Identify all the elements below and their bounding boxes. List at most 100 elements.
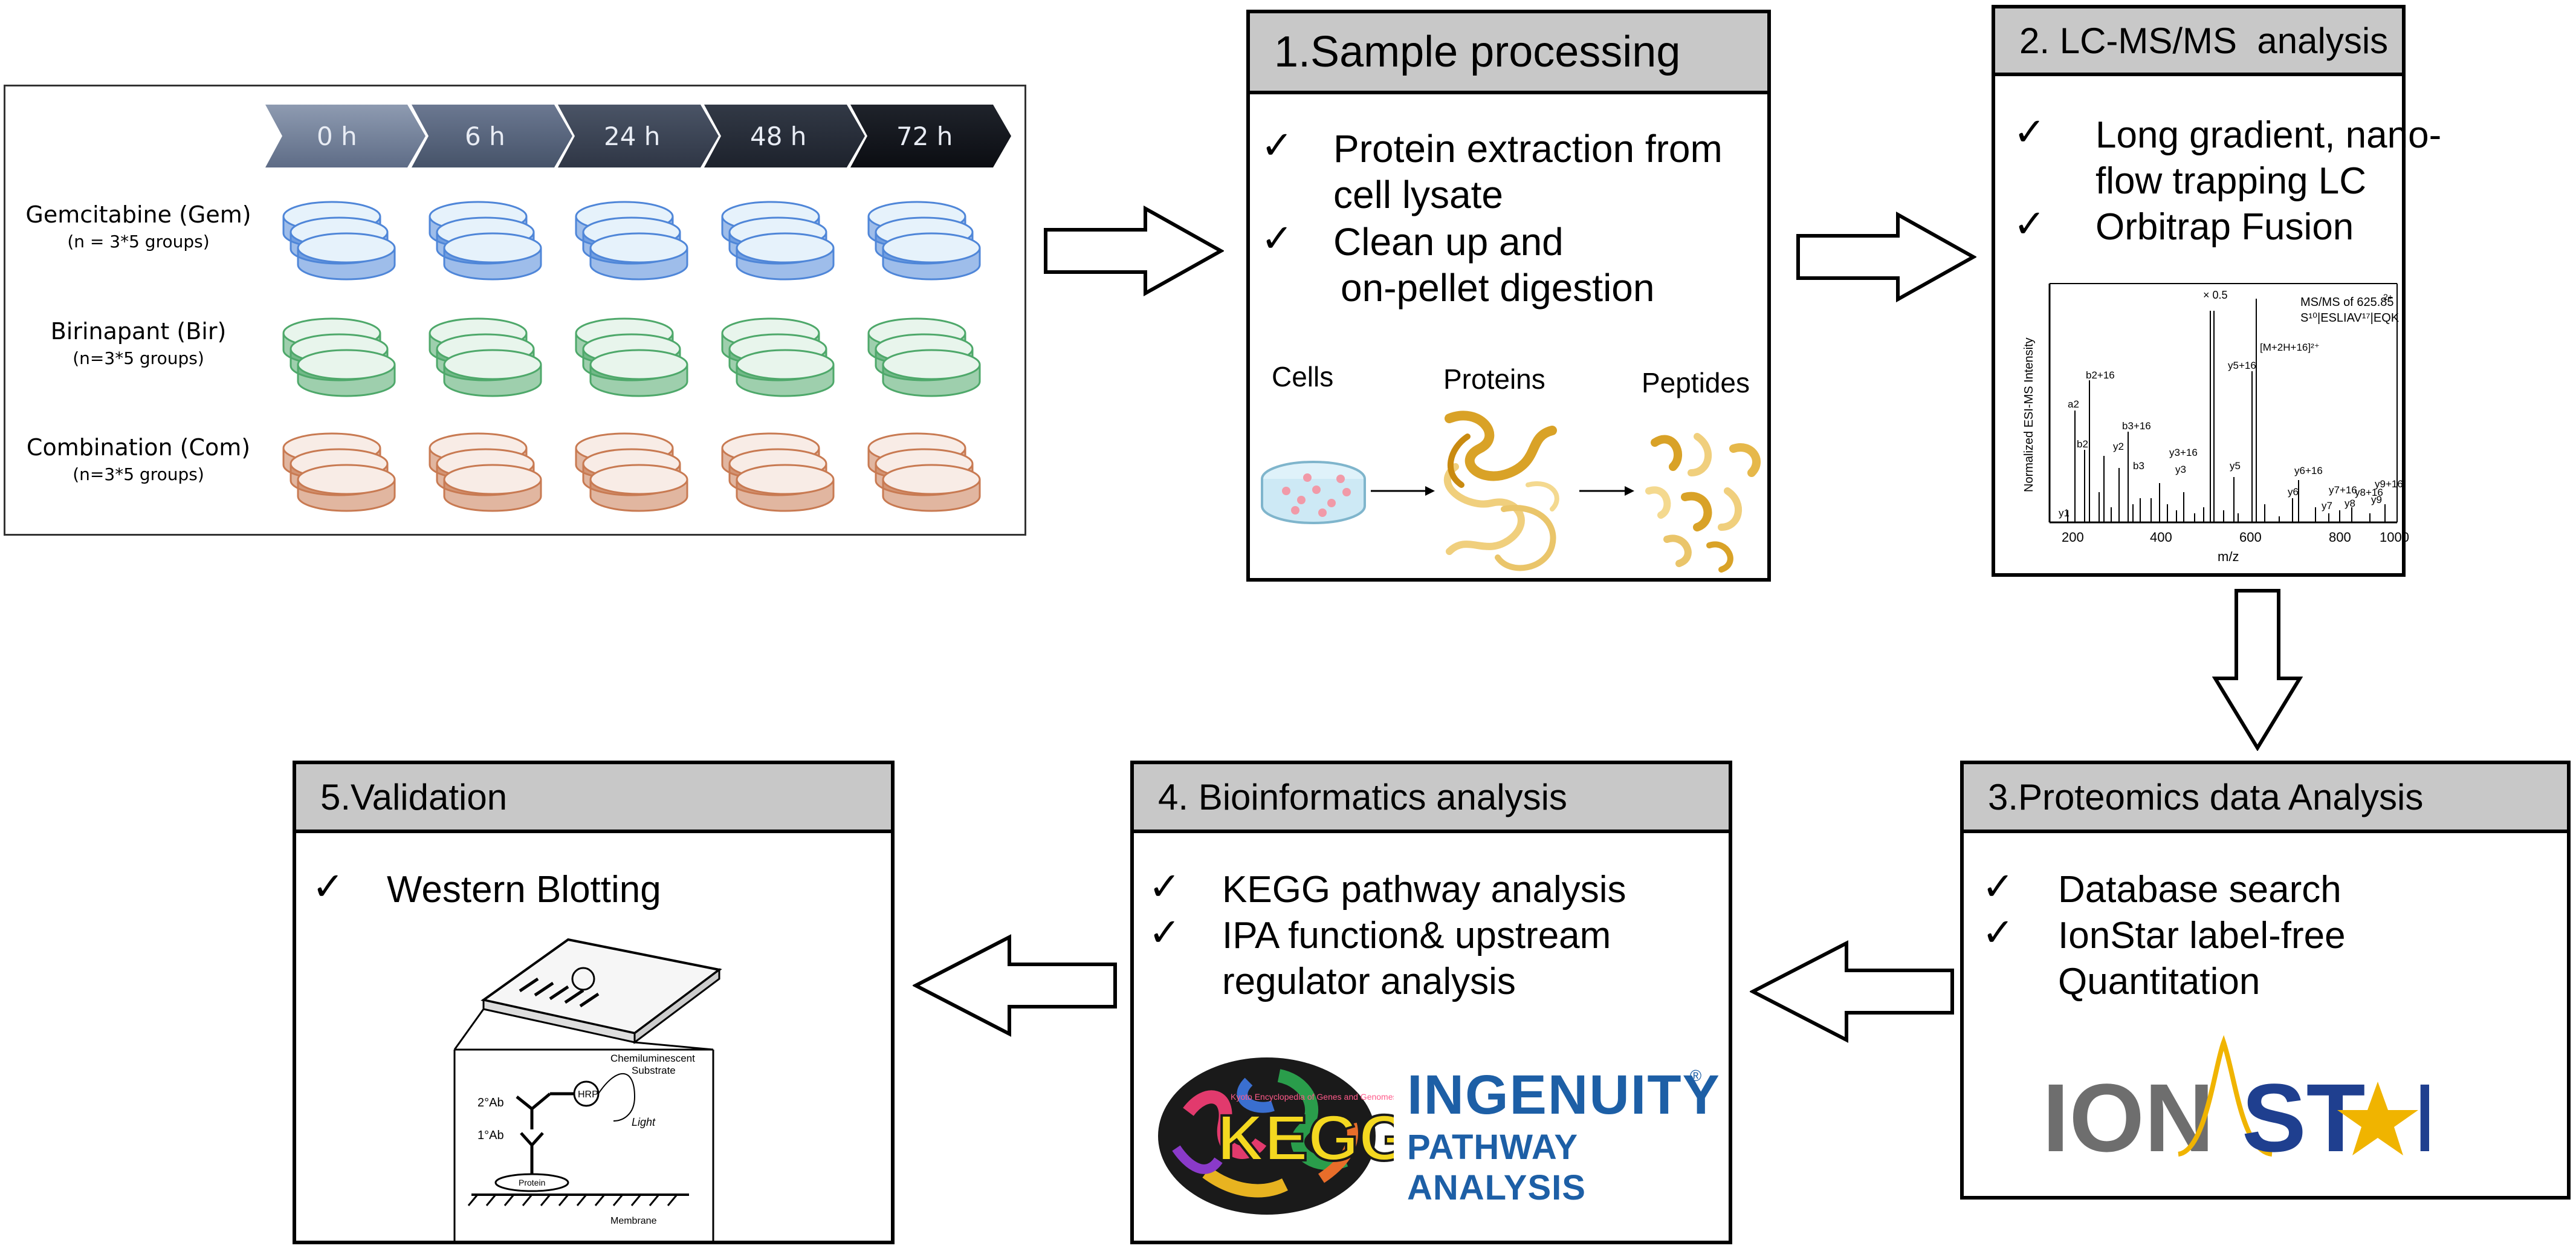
peak-label-y8-16: y8+16 <box>2355 487 2383 498</box>
step3-header: 3.Proteomics data Analysis <box>1964 764 2567 833</box>
culture-dish-stack <box>721 317 835 397</box>
check-icon: ✓ <box>2013 202 2046 245</box>
svg-text:ST: ST <box>2242 1064 2365 1172</box>
peak-label-b3: b3 <box>2133 460 2144 472</box>
timepoint-label-4: 72 h <box>896 122 953 151</box>
spectrum-annotation-2: S¹⁰|ESLIAV¹⁷|EQK <box>2300 311 2400 325</box>
spectrum-peaks <box>2067 299 2386 522</box>
step1-sample-processing-box: 1.Sample processing ✓ Protein extraction… <box>1246 10 1771 582</box>
ms-spectrum: Normalized ESI-MS Intensity 200 400 600 … <box>2022 283 2409 564</box>
registered-icon: ® <box>1690 1067 1702 1085</box>
arrow-step2-to-step3 <box>2212 589 2303 751</box>
step3-item-1: Database search <box>2058 869 2341 911</box>
label-cells: Cells <box>1272 361 1334 392</box>
tick-800: 800 <box>2329 530 2351 545</box>
spectrum-annotation-1-charge: 2+ <box>2383 292 2393 302</box>
primary-antibody-icon <box>520 1132 544 1174</box>
group-detail-bir: (n=3*5 groups) <box>73 348 204 368</box>
group-detail-gem: (n = 3*5 groups) <box>67 232 210 252</box>
svg-text:R: R <box>2414 1064 2429 1172</box>
peak-label-y7: y7 <box>2322 500 2332 511</box>
check-icon: ✓ <box>312 865 345 908</box>
culture-dish-stack <box>429 432 542 512</box>
arrow-step3-to-step4 <box>1750 940 1954 1043</box>
tick-600: 600 <box>2239 530 2262 545</box>
cell-dish-icon <box>1261 461 1366 524</box>
peak-label-y6-16: y6+16 <box>2294 465 2323 476</box>
step3-item-2b: Quantitation <box>2058 961 2260 1002</box>
arrow-step4-to-step5 <box>913 934 1117 1037</box>
peak-label-y6: y6 <box>2288 486 2299 498</box>
tick-200: 200 <box>2062 530 2084 545</box>
step5-validation-box: 5.Validation ✓ Western Blotting <box>293 761 895 1244</box>
step5-header: 5.Validation <box>296 764 891 833</box>
check-icon: ✓ <box>1261 123 1293 167</box>
wb-label-primary: 1°Ab <box>477 1129 504 1142</box>
peak-label-y2: y2 <box>2113 441 2124 452</box>
culture-dish-stack <box>721 432 835 512</box>
wb-label-light: Light <box>632 1116 656 1128</box>
step2-lcms-box: 2. LC-MS/MS analysis ✓ Long gradient, na… <box>1992 5 2441 577</box>
ipa-subtitle: PATHWAY ANALYSIS <box>1407 1128 1586 1207</box>
peak-label-y8: y8 <box>2345 498 2355 509</box>
kegg-logo-text: KEGG <box>1217 1101 1394 1174</box>
peak-labels: a2 b2+16 b2 y2 b3+16 b3 y3+16 y3 y5+16 [… <box>2059 342 2403 519</box>
peak-label-y5: y5 <box>2230 460 2241 472</box>
arrow-design-to-step1 <box>1044 206 1224 296</box>
spectrum-ylabel: Normalized ESI-MS Intensity <box>2022 337 2036 492</box>
culture-dish-stack <box>867 432 981 512</box>
label-peptides: Peptides <box>1642 367 1750 398</box>
culture-dish-stack <box>575 201 688 281</box>
protein-structure-icon <box>1443 411 1559 571</box>
arrow-cells-to-proteins <box>1371 486 1435 496</box>
step4-header: 4. Bioinformatics analysis <box>1134 764 1729 833</box>
peak-label-b3-16: b3+16 <box>2122 420 2151 432</box>
group-name-gem: Gemcitabine (Gem) <box>25 201 251 228</box>
tick-400: 400 <box>2150 530 2172 545</box>
wb-label-membrane: Membrane <box>610 1216 657 1226</box>
peak-label-b2-16: b2+16 <box>2086 369 2115 381</box>
timeline-chevrons <box>265 105 1011 167</box>
group-name-bir: Birinapant (Bir) <box>50 318 227 345</box>
step3-title: 3.Proteomics data Analysis <box>1988 776 2424 817</box>
chevron-48h <box>704 105 865 167</box>
group-name-com: Combination (Com) <box>26 434 251 461</box>
peak-label-y1: y1 <box>2059 507 2070 519</box>
wb-label-protein: Protein <box>519 1178 545 1187</box>
step5-title: 5.Validation <box>320 776 508 817</box>
culture-dish-stack <box>721 201 835 281</box>
chevron-0h <box>265 105 426 167</box>
step2-item-1b: flow trapping LC <box>2095 160 2367 202</box>
peak-label-b2: b2 <box>2077 438 2088 450</box>
peak-label-y9: y9 <box>2371 494 2382 505</box>
timepoint-label-3: 48 h <box>750 122 807 151</box>
label-proteins: Proteins <box>1443 363 1545 395</box>
check-icon: ✓ <box>1982 865 2015 908</box>
secondary-antibody-icon <box>516 1092 574 1129</box>
culture-dish-stack <box>867 317 981 397</box>
kegg-logo-subtitle: Kyoto Encyclopedia of Genes and Genomes <box>1231 1092 1394 1102</box>
wb-label-hrp: HRP <box>578 1090 598 1100</box>
culture-dish-stack <box>282 201 396 281</box>
svg-text:ION: ION <box>2042 1064 2214 1172</box>
spectrum-zoom: × 0.5 <box>2203 289 2228 301</box>
timepoint-label-0: 0 h <box>317 122 357 151</box>
culture-dish-stack <box>429 201 542 281</box>
timepoint-label-1: 6 h <box>465 122 505 151</box>
culture-dish-grid <box>282 201 981 512</box>
step2-item-1a: Long gradient, nano- <box>2095 114 2442 156</box>
culture-dish-stack <box>282 432 396 512</box>
step2-header: 2. LC-MS/MS analysis <box>1995 8 2402 76</box>
step2-item-2: Orbitrap Fusion <box>2095 206 2354 248</box>
arrow-step1-to-step2 <box>1796 212 1976 302</box>
experimental-design-panel: 0 h 6 h 24 h 48 h 72 h Gemcitabine (Gem)… <box>4 85 1026 536</box>
step1-header: 1.Sample processing <box>1250 13 1767 94</box>
culture-dish-stack <box>575 317 688 397</box>
culture-dish-stack <box>575 432 688 512</box>
check-icon: ✓ <box>1148 865 1181 908</box>
step4-item-2b: regulator analysis <box>1222 961 1516 1002</box>
peak-label-y3-16: y3+16 <box>2169 447 2198 458</box>
step4-item-2a: IPA function& upstream <box>1222 915 1611 956</box>
chevron-24h <box>558 105 719 167</box>
spectrum-annotation-1: MS/MS of 625.85 <box>2300 296 2394 309</box>
